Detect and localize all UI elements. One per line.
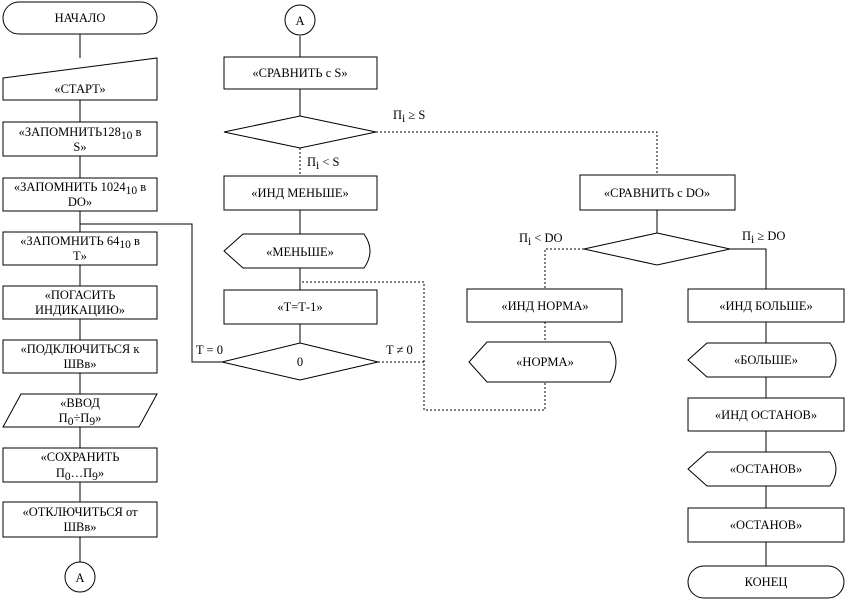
ind-more-block: «ИНД БОЛЬШЕ» [687, 288, 845, 323]
connector-lines [79, 34, 767, 566]
remember-128-label: «ЗАПОМНИТЬ12810 в [19, 125, 142, 142]
save-label: «СОХРАНИТЬ [41, 450, 120, 464]
remember-1024-block: «ЗАПОМНИТЬ 102410 в DO» [2, 177, 158, 212]
remember-128-block: «ЗАПОМНИТЬ12810 в S» [2, 121, 158, 157]
start-command-label: «СТАРТ» [54, 82, 105, 96]
t-decrement-label: «Т=Т-1» [277, 300, 322, 314]
remember-128-label-line2: S» [73, 140, 86, 154]
connect-label: «ПОДКЛЮЧИТЬСЯ к [21, 342, 141, 356]
more-display: «БОЛЬШЕ» [687, 342, 837, 378]
input-block: «ВВОД П0÷П9» [2, 393, 158, 428]
remember-64-label: «ЗАПОМНИТЬ 6410 в [20, 234, 140, 251]
edge-label-pi-ge-do: Пi ≥ DO [742, 229, 785, 246]
start-label: НАЧАЛО [55, 11, 106, 25]
t-check-label: 0 [297, 355, 303, 369]
compare-s-label: «СРАВНИТЬ с S» [252, 66, 347, 80]
end-terminator: КОНЕЦ [687, 565, 845, 599]
compare-s-block: «СРАВНИТЬ с S» [223, 56, 378, 90]
edge-label-t-eq-0: T = 0 [196, 343, 223, 357]
connector-a-bottom-label: А [75, 571, 84, 585]
edge-label-pi-lt-s: Пi < S [307, 155, 340, 172]
norm-display: «НОРМА» [468, 341, 617, 383]
edge-label-t-ne-0: T ≠ 0 [386, 343, 413, 357]
connector-a-top-label: А [295, 14, 304, 28]
clear-indication-label: «ПОГАСИТЬ [45, 288, 116, 302]
connect-label-line2: ШВв» [63, 357, 96, 371]
input-label-line2: П0÷П9» [59, 411, 102, 428]
start-terminator: НАЧАЛО [2, 1, 158, 35]
ind-norm-block: «ИНД НОРМА» [466, 288, 623, 323]
compare-do-decision [583, 232, 731, 266]
remember-64-label-line2: T» [73, 249, 87, 263]
compare-do-label: «СРАВНИТЬ с DO» [604, 186, 710, 200]
connector-a-top: А [284, 4, 316, 36]
ind-less-block: «ИНД МЕНЬШЕ» [223, 175, 378, 211]
remember-64-block: «ЗАПОМНИТЬ 6410 в T» [2, 231, 158, 266]
edge-label-pi-lt-do: Пi < DO [519, 231, 563, 248]
less-label: «МЕНЬШЕ» [266, 245, 334, 259]
save-label-line2: П0…П9» [56, 466, 104, 483]
edge-labels: Пi ≥ S Пi < S Пi < DO Пi ≥ DO T = 0 T ≠ … [196, 108, 785, 357]
end-label: КОНЕЦ [745, 575, 788, 589]
stop-display: «ОСТАНОВ» [687, 451, 837, 487]
ind-stop-label: «ИНД ОСТАНОВ» [715, 408, 817, 422]
disconnect-label-line2: ШВв» [63, 520, 96, 534]
edge-label-pi-ge-s: Пi ≥ S [393, 108, 425, 125]
ind-less-label: «ИНД МЕНЬШЕ» [251, 186, 348, 200]
less-display: «МЕНЬШЕ» [223, 233, 371, 269]
stop-label: «ОСТАНОВ» [730, 518, 802, 532]
disconnect-label: «ОТКЛЮЧИТЬСЯ от [22, 505, 138, 519]
norm-label: «НОРМА» [516, 355, 574, 369]
remember-1024-label-line2: DO» [68, 195, 92, 209]
more-label: «БОЛЬШЕ» [734, 353, 798, 367]
ind-more-label: «ИНД БОЛЬШЕ» [719, 299, 813, 313]
compare-s-decision [223, 115, 377, 149]
t-decrement-block: «Т=Т-1» [223, 289, 378, 325]
start-command-block: «СТАРТ» [2, 57, 158, 101]
t-check-decision: 0 [221, 342, 379, 381]
ind-norm-label: «ИНД НОРМА» [501, 299, 588, 313]
connector-a-bottom: А [64, 561, 96, 593]
clear-indication-label-line2: ИНДИКАЦИЮ» [35, 303, 125, 317]
remember-1024-label: «ЗАПОМНИТЬ 102410 в [14, 180, 146, 197]
stop-display-label: «ОСТАНОВ» [730, 462, 802, 476]
disconnect-block: «ОТКЛЮЧИТЬСЯ от ШВв» [2, 501, 158, 538]
ind-stop-block: «ИНД ОСТАНОВ» [687, 397, 845, 432]
input-label: «ВВОД [60, 396, 100, 410]
connect-block: «ПОДКЛЮЧИТЬСЯ к ШВв» [2, 339, 158, 374]
stop-block: «ОСТАНОВ» [687, 507, 845, 543]
compare-do-block: «СРАВНИТЬ с DO» [579, 174, 736, 211]
save-block: «СОХРАНИТЬ П0…П9» [2, 447, 158, 483]
clear-indication-block: «ПОГАСИТЬ ИНДИКАЦИЮ» [2, 285, 158, 320]
